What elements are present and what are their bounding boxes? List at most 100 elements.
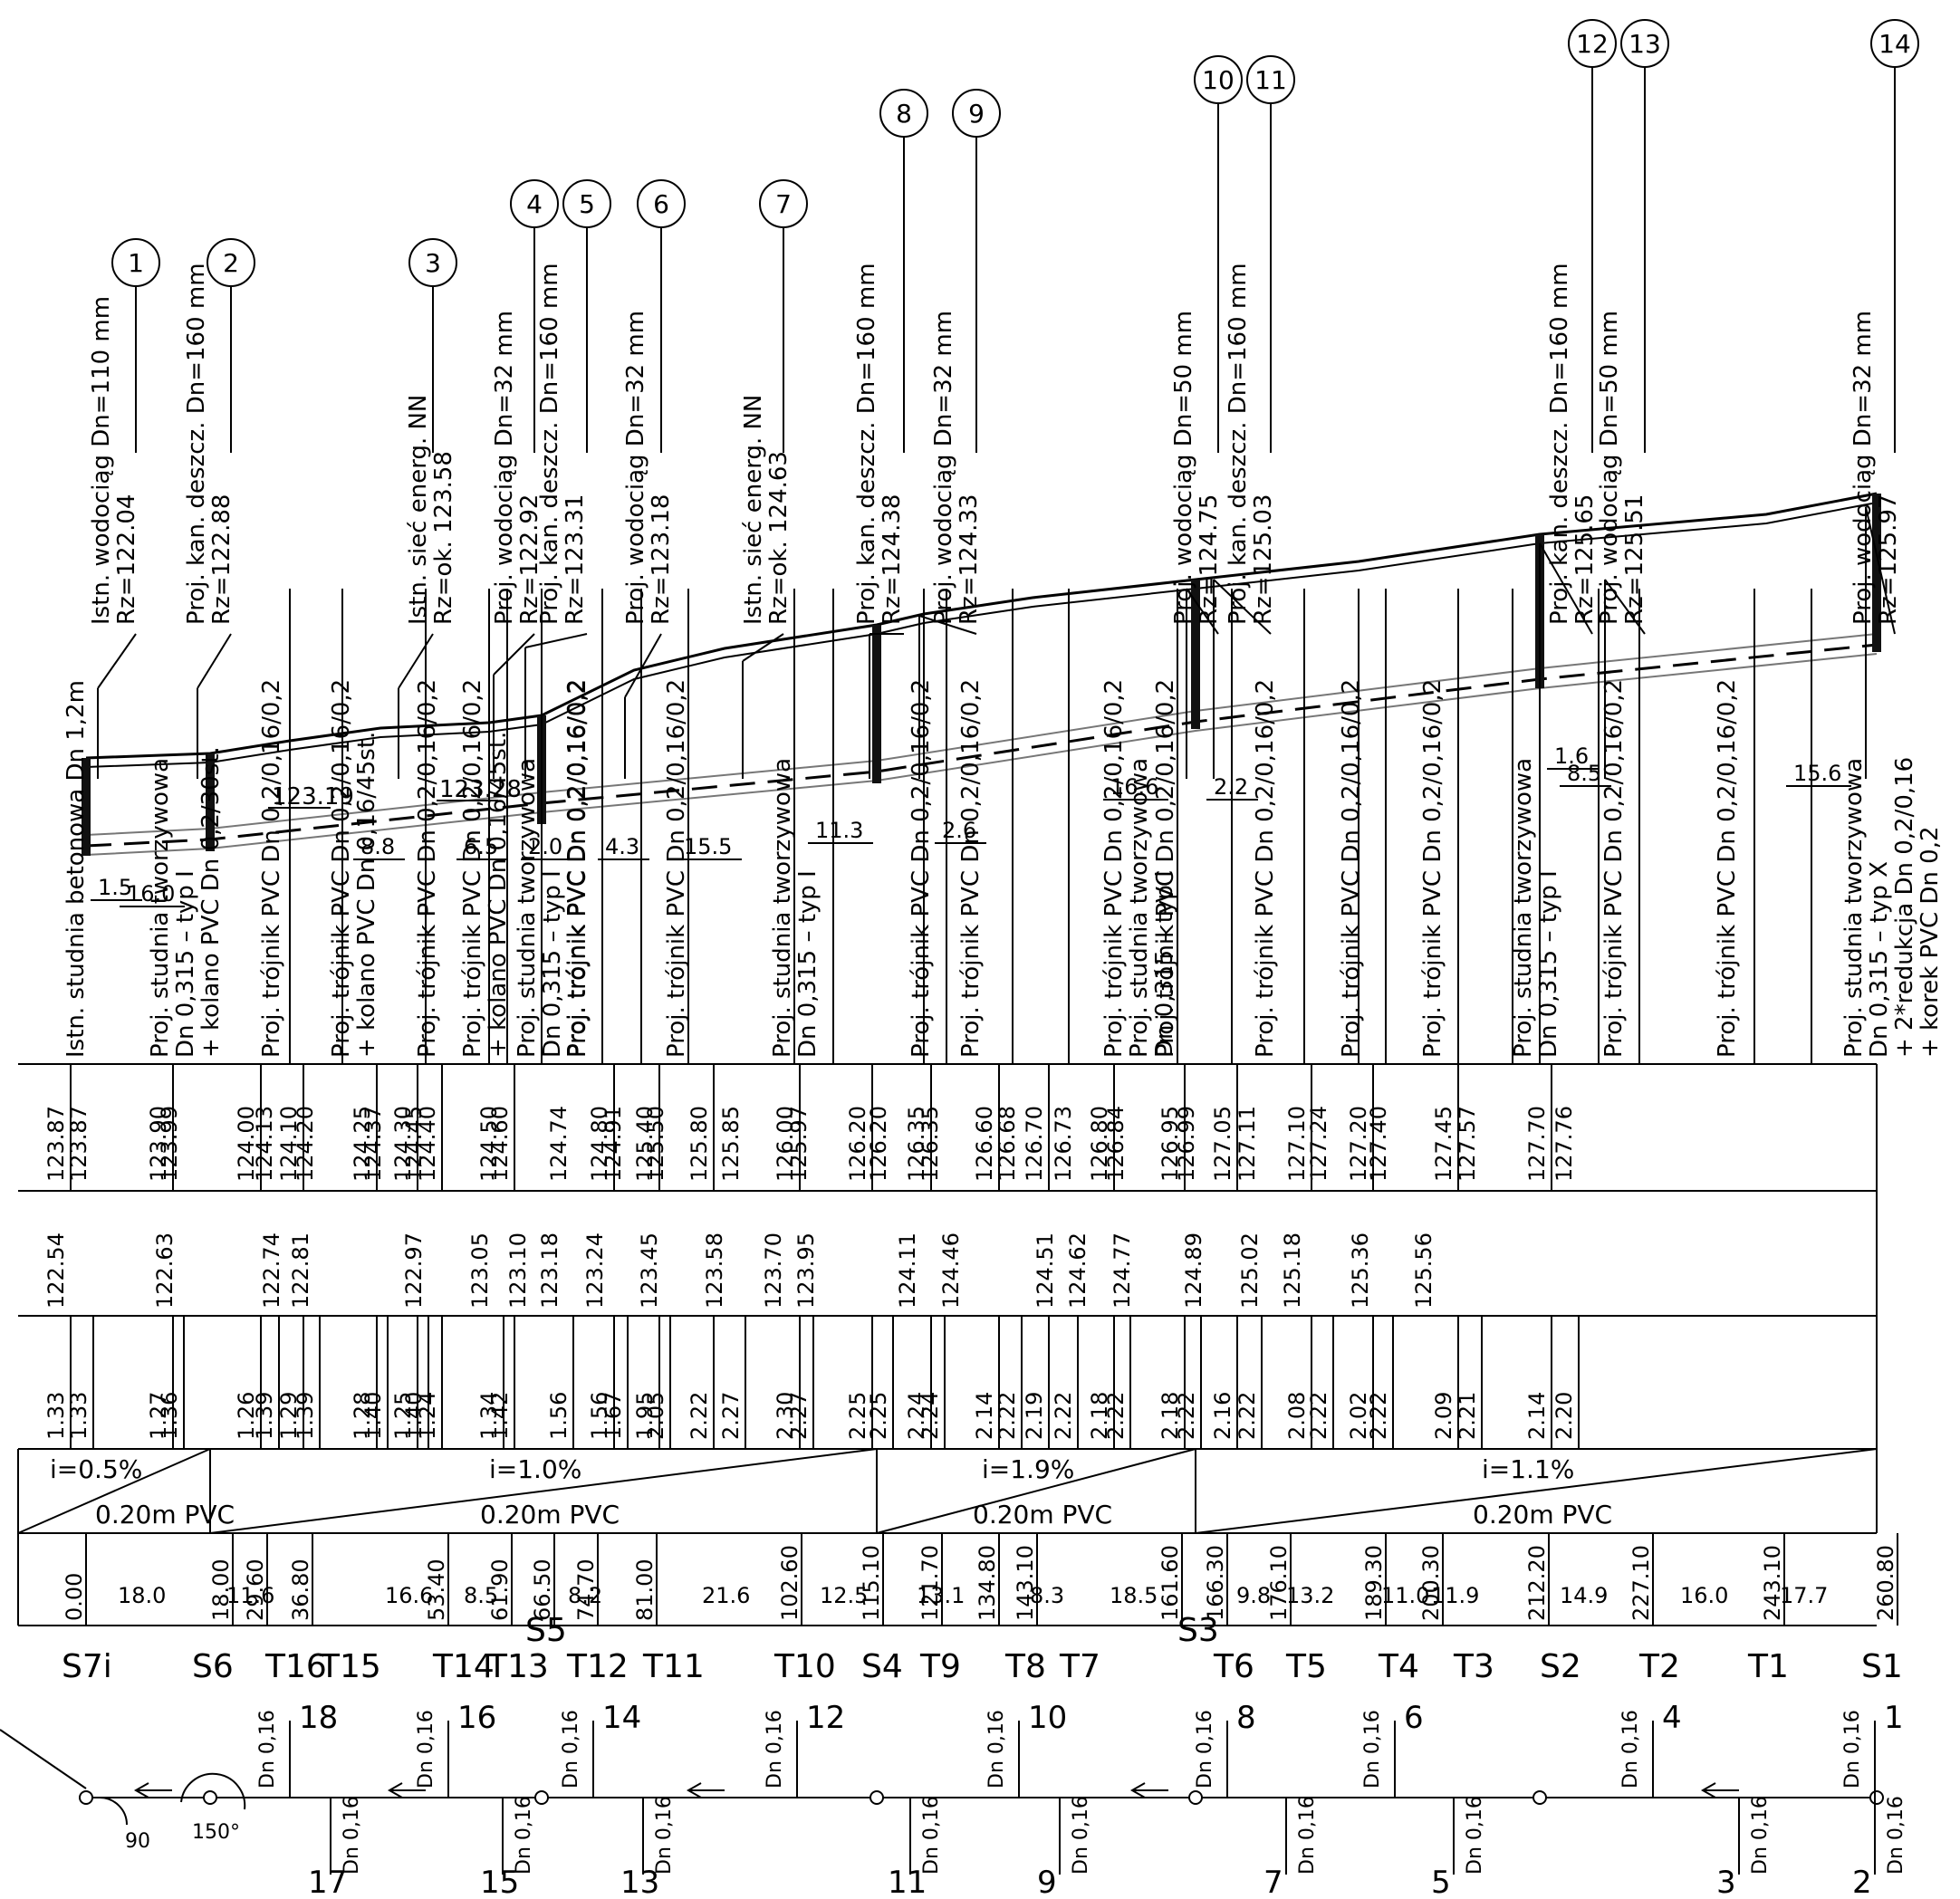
pipe-depth: 1.33 bbox=[66, 1392, 91, 1440]
station-label: T7 bbox=[1059, 1648, 1100, 1685]
callout-leader-bend bbox=[624, 633, 662, 698]
station-upper-label: S3 bbox=[1177, 1612, 1219, 1649]
callout-text: Proj. wodociąg Dn=50 mm bbox=[1596, 311, 1623, 625]
callout-leader-bend bbox=[1213, 579, 1272, 635]
chainage-value: 29.60 bbox=[243, 1559, 268, 1621]
callout-text: Rz=122.04 bbox=[113, 494, 140, 625]
pipe-depth: 1.29 bbox=[276, 1392, 302, 1440]
callout-text: Istn. sieć energ. NN bbox=[740, 395, 767, 625]
callout-leader-bend bbox=[197, 633, 232, 689]
terrain-line bbox=[85, 492, 1878, 760]
description-line: + kolano PVC Dn 0,16/45st. bbox=[485, 732, 512, 1058]
terrain-elevation: 127.11 bbox=[1235, 1106, 1260, 1182]
invert-elevation: 122.74 bbox=[259, 1232, 284, 1309]
terrain-elevation: 127.45 bbox=[1431, 1106, 1456, 1182]
terrain-elevation: 124.40 bbox=[415, 1106, 440, 1182]
station-label: T12 bbox=[566, 1648, 629, 1685]
pipe-depth: 2.18 bbox=[1158, 1392, 1183, 1440]
description-line: Dn 0,315 – typ X bbox=[1866, 861, 1893, 1058]
terrain-elevation: 124.20 bbox=[293, 1106, 318, 1182]
plan-branch-label: Dn 0,16 bbox=[341, 1796, 363, 1875]
description-line: Proj. studnia tworzywowa bbox=[1126, 758, 1153, 1058]
plan-branch-label: Dn 0,16 bbox=[560, 1710, 582, 1789]
chainage-value: 176.10 bbox=[1266, 1545, 1292, 1621]
callout-text: Rz=125.03 bbox=[1250, 494, 1277, 625]
callout-text: Rz=124.75 bbox=[1196, 494, 1223, 625]
plan-manhole bbox=[79, 1790, 93, 1805]
plan-branch-label: Dn 0,16 bbox=[1619, 1710, 1642, 1789]
chainage-value: 200.30 bbox=[1418, 1545, 1444, 1621]
pipe-depth: 2.30 bbox=[773, 1392, 798, 1440]
pipe-label: 0.20m PVC bbox=[95, 1500, 235, 1530]
flow-arrowhead bbox=[1700, 1782, 1716, 1798]
station-label: T6 bbox=[1213, 1648, 1254, 1685]
station-label: S6 bbox=[192, 1648, 234, 1685]
pipe-depth: 2.24 bbox=[918, 1392, 943, 1440]
slope-diagonal bbox=[209, 1448, 878, 1534]
description-line: Proj. studnia tworzywowa bbox=[514, 758, 541, 1058]
slope-diagonal bbox=[17, 1448, 211, 1534]
terrain-elevation: 124.00 bbox=[234, 1106, 259, 1182]
pipe-depth: 2.08 bbox=[1284, 1392, 1310, 1440]
plan-branch-number: 10 bbox=[1028, 1700, 1067, 1736]
pipe-depth: 2.24 bbox=[904, 1392, 929, 1440]
pipe-depth: 1.40 bbox=[360, 1392, 386, 1440]
description-line: Istn. studnia betonowa Dn 1,2m bbox=[62, 680, 90, 1058]
pipe-depth: 1.25 bbox=[390, 1392, 416, 1440]
slope-diagonal bbox=[1195, 1448, 1878, 1534]
description-line: Proj. studnia tworzywowa bbox=[1840, 758, 1868, 1058]
description-line: Proj. trójnik PVC Dn 0,2/0,16/0,2 bbox=[564, 679, 591, 1058]
invert-elevation: 123.58 bbox=[702, 1232, 727, 1309]
station-label: T11 bbox=[642, 1648, 705, 1685]
description-line: Dn 0,315 – typ I bbox=[1535, 870, 1562, 1058]
dimension-label: 8.5 bbox=[1567, 761, 1601, 786]
callout-leader-bend bbox=[1539, 542, 1593, 635]
pipe-depth: 1.36 bbox=[157, 1392, 182, 1440]
pipe-depth: 2.22 bbox=[1235, 1392, 1260, 1440]
pipe-depth: 2.25 bbox=[866, 1392, 891, 1440]
callout-text: Rz=122.92 bbox=[516, 494, 543, 625]
plan-manhole bbox=[1532, 1790, 1547, 1805]
callout-text: Rz=122.88 bbox=[208, 494, 235, 625]
terrain-elevation: 124.50 bbox=[476, 1106, 502, 1182]
pipe-depth: 2.14 bbox=[972, 1392, 997, 1440]
description-line: Proj. trójnik PVC Dn 0,2/0,16/0,2 bbox=[1100, 679, 1128, 1058]
plan-branch-number: 14 bbox=[602, 1700, 641, 1736]
description-line: + kolano PVC Dn 0,16/45st. bbox=[353, 732, 380, 1058]
angle-label: 150° bbox=[192, 1821, 240, 1844]
terrain-elevation: 124.10 bbox=[276, 1106, 302, 1182]
flow-arrowhead bbox=[387, 1782, 403, 1798]
segment-length: 8.2 bbox=[568, 1583, 602, 1608]
callout-text: Proj. wodociąg Dn=32 mm bbox=[491, 311, 518, 625]
pipe-depth: 1.26 bbox=[234, 1392, 259, 1440]
terrain-elevation: 126.20 bbox=[845, 1106, 870, 1182]
plan-branch-number: 17 bbox=[308, 1865, 347, 1899]
station-label: T14 bbox=[432, 1648, 495, 1685]
callout-text: Proj. kan. deszcz. Dn=160 mm bbox=[1546, 263, 1573, 625]
callout-leader-bend bbox=[918, 615, 977, 635]
segment-length: 13.1 bbox=[917, 1583, 965, 1608]
station-label: S7i bbox=[62, 1648, 112, 1685]
terrain-elevation: 126.20 bbox=[866, 1106, 891, 1182]
description-line: Proj. trójnik PVC Dn 0,2/0,16/0,2 bbox=[563, 679, 591, 1058]
manhole bbox=[1191, 580, 1200, 729]
chainage-value: 102.60 bbox=[777, 1545, 802, 1621]
flow-arrowhead bbox=[133, 1782, 149, 1798]
plan-manhole bbox=[534, 1790, 549, 1805]
segment-length: 12.5 bbox=[820, 1583, 868, 1608]
callout-leader-bend bbox=[742, 633, 784, 662]
description-line: Dn 0,315 – typ I bbox=[539, 870, 566, 1058]
plan-branch-label: Dn 0,16 bbox=[1464, 1796, 1486, 1875]
pipe-depth: 2.05 bbox=[643, 1392, 668, 1440]
terrain-elevation: 124.25 bbox=[350, 1106, 375, 1182]
plan-branch-number: 1 bbox=[1884, 1700, 1904, 1736]
pipe-depth: 2.21 bbox=[1455, 1392, 1480, 1440]
terrain-elevation: 126.70 bbox=[1022, 1106, 1047, 1182]
callout-text: Istn. sieć energ. NN bbox=[405, 395, 432, 625]
dimension-label: 6.5 bbox=[464, 834, 498, 859]
callout-number: 11 bbox=[1254, 65, 1287, 95]
chainage-value: 121.70 bbox=[918, 1545, 943, 1621]
plan-branch-number: 16 bbox=[457, 1700, 496, 1736]
